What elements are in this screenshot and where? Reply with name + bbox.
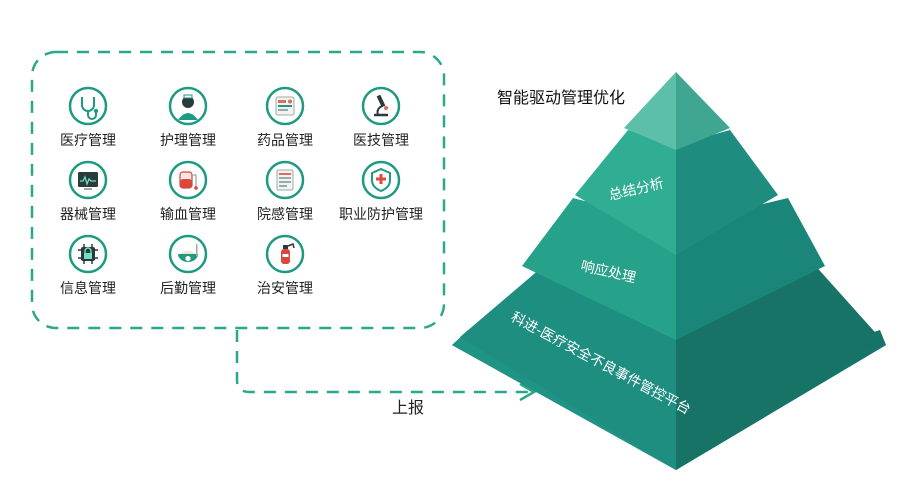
module-device[interactable]: 器械管理 [33,160,143,224]
module-label: 医技管理 [353,133,409,149]
module-label: 药品管理 [257,133,313,149]
module-label: 医疗管理 [60,133,116,149]
module-label: 输血管理 [160,207,216,223]
module-label: 护理管理 [160,133,216,149]
monitor-icon [68,160,108,200]
shield-cross-icon [361,160,401,200]
module-logistics[interactable]: 后勤管理 [133,234,243,298]
food-bowl-icon [168,234,208,274]
module-label: 器械管理 [60,207,116,223]
tier-apex-face-l [624,72,676,150]
report-label: 上报 [392,398,425,417]
microscope-icon [361,86,401,126]
tier-upper-face-l [575,130,676,255]
report-list-icon [265,160,305,200]
tier-upper-face-r [676,130,778,255]
module-medical[interactable]: 医疗管理 [33,86,143,150]
pyramid-title: 智能驱动管理优化 [497,88,626,107]
modules-container [30,50,446,330]
report-arrow-line [235,330,532,394]
tier-apex-face-r [676,72,730,150]
tier-middle-face-l [522,198,676,340]
tier-middle-face-r [676,198,825,340]
pharmacy-icon [265,86,305,126]
stethoscope-icon [68,86,108,126]
module-transfusion[interactable]: 输血管理 [133,160,243,224]
module-occupational[interactable]: 职业防护管理 [326,160,436,224]
module-label: 信息管理 [60,281,116,297]
blood-bag-icon [168,160,208,200]
module-security[interactable]: 治安管理 [230,234,340,298]
nurse-icon [168,86,208,126]
module-nursing[interactable]: 护理管理 [133,86,243,150]
module-label: 院感管理 [257,207,313,223]
module-information[interactable]: 信息管理 [33,234,143,298]
security-chip-icon [68,234,108,274]
fire-extinguisher-icon [265,234,305,274]
module-drug[interactable]: 药品管理 [230,86,340,150]
report-arrow-head [519,382,537,402]
module-label: 治安管理 [257,281,313,297]
module-infection[interactable]: 院感管理 [230,160,340,224]
module-medtech[interactable]: 医技管理 [326,86,436,150]
pyramid: 总结分析 响应处理 科进-医疗安全不良事件管控平台 [452,72,886,470]
module-label: 职业防护管理 [339,207,423,223]
module-label: 后勤管理 [160,281,216,297]
